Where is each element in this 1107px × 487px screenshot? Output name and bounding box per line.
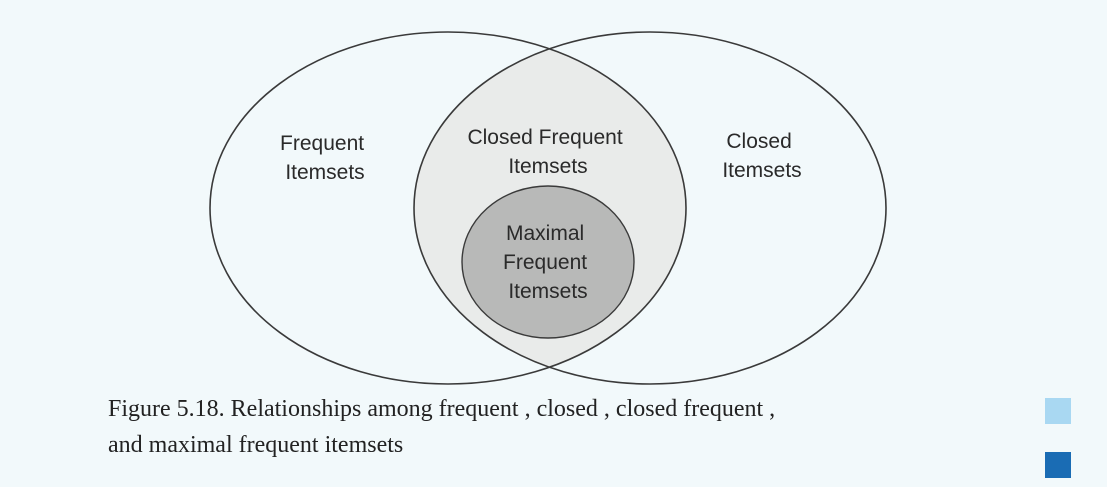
frequent-itemsets-ellipse	[209, 31, 687, 385]
closed-itemsets-ellipse	[413, 31, 887, 385]
frequent-itemsets-label: Frequent Itemsets	[280, 132, 370, 184]
caption-line-1: Figure 5.18. Relationships among frequen…	[108, 396, 776, 422]
closed-frequent-itemsets-label: Closed Frequent Itemsets	[467, 126, 628, 178]
figure-caption: Figure 5.18. Relationships among frequen…	[108, 391, 1028, 463]
maximal-frequent-itemsets-label: Maximal Frequent Itemsets	[503, 222, 593, 303]
venn-diagram: Frequent Itemsets Closed Itemsets Closed…	[209, 31, 887, 385]
caption-line-2: and maximal frequent itemsets	[108, 432, 404, 458]
closed-frequent-region	[414, 32, 686, 384]
maximal-frequent-ellipse	[461, 185, 635, 339]
slide-nav-square-dark[interactable]	[1045, 452, 1071, 478]
slide-nav-square-light[interactable]	[1045, 398, 1071, 424]
closed-itemsets-label: Closed Itemsets	[722, 130, 801, 182]
